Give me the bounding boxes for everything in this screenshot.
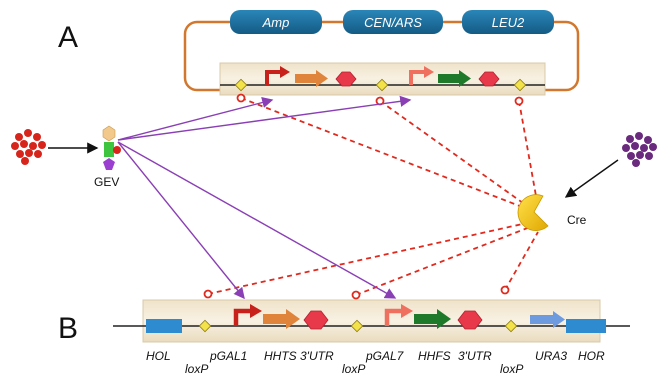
label-loxp-3: loxP [500, 362, 523, 376]
chromosome-locus [113, 299, 630, 343]
label-pgal7: pGAL7 [365, 349, 405, 363]
marker-leu2: LEU2 [462, 10, 554, 34]
cre-dashed-line [355, 226, 531, 296]
label-loxp-2: loxP [342, 362, 365, 376]
cre-target-circles [203, 93, 524, 300]
panel-a-letter: A [58, 21, 78, 54]
cre-recombination-lines [207, 97, 539, 296]
gene-hhts-icon [295, 74, 317, 83]
plasmid: Amp CEN/ARS LEU2 [183, 10, 580, 96]
marker-cen-ars: CEN/ARS [343, 10, 443, 34]
promoter-arrowhead-icon [250, 304, 262, 318]
chromosome-labels: HOL loxP pGAL1 HHTS 3'UTR loxP pGAL7 HHF… [146, 349, 605, 376]
terminator-hexagon-icon [457, 310, 483, 330]
gev-arrow [117, 141, 397, 299]
promoter-arrow-icon [265, 70, 282, 85]
purple-cluster-icon [622, 132, 657, 167]
gev-arrow [117, 97, 274, 141]
gev-arrow [117, 141, 245, 300]
gene-hhfs-arrowhead-icon [437, 309, 451, 329]
label-3utr-1: 3'UTR [300, 349, 334, 363]
panel-b-letter: B [58, 312, 78, 345]
promoter-arrowhead-icon [424, 66, 434, 78]
promoter-arrow-icon [384, 308, 404, 326]
cre-target-circle [351, 290, 361, 300]
gev-label: GEV [94, 175, 119, 189]
marker-amp: Amp [230, 10, 322, 34]
label-hhts: HHTS [264, 349, 297, 363]
gev-protein-icon [102, 125, 121, 170]
gev-activation-arrows [117, 95, 412, 300]
loxp-diamond-icon [234, 78, 248, 92]
label-pgal1: pGAL1 [209, 349, 247, 363]
cre-label: Cre [567, 213, 587, 227]
label-hor: HOR [578, 349, 605, 363]
promoter-arrowhead-icon [280, 66, 290, 78]
homology-hol-icon [146, 319, 182, 333]
cre-dashed-line [504, 231, 539, 291]
chromosome-cassette [142, 299, 601, 343]
cre-target-circle [236, 93, 246, 103]
cre-dashed-line [518, 100, 537, 197]
cre-pacman-icon [517, 194, 549, 231]
terminator-hexagon-icon [335, 71, 357, 87]
loxp-diamond-icon [513, 78, 527, 92]
gene-ura3-icon [530, 315, 554, 324]
gene-hhfs-arrowhead-icon [459, 70, 471, 87]
marker-cen-ars-label: CEN/ARS [364, 15, 422, 30]
cre-target-circle [203, 289, 213, 299]
gene-hhfs-icon [438, 74, 460, 83]
promoter-arrow-icon [409, 70, 426, 85]
cre-induction-arrow [564, 159, 619, 198]
estradiol-cluster-icon [11, 129, 46, 165]
loxp-diamond-icon [504, 319, 518, 333]
loxp-diamond-icon [375, 78, 389, 92]
terminator-hexagon-icon [478, 71, 500, 87]
promoter-arrowhead-icon [401, 304, 413, 318]
label-hol: HOL [146, 349, 171, 363]
cre-target-circle [500, 285, 510, 295]
gene-hhfs-icon [414, 314, 438, 324]
gene-ura3-arrowhead-icon [553, 311, 565, 328]
homology-hor-icon [566, 319, 606, 333]
cre-target-circle [514, 96, 524, 106]
gev-arrow [117, 95, 412, 141]
marker-amp-label: Amp [262, 15, 290, 30]
promoter-arrow-icon [233, 308, 253, 326]
terminator-hexagon-icon [303, 310, 329, 330]
gene-hhts-arrowhead-icon [316, 70, 328, 87]
label-hhfs: HHFS [418, 349, 451, 363]
label-loxp-1: loxP [185, 362, 208, 376]
loxp-diamond-icon [198, 319, 212, 333]
gene-hhts-arrowhead-icon [286, 309, 300, 329]
loxp-diamond-icon [350, 319, 364, 333]
cre-dashed-line [379, 100, 531, 209]
label-ura3: URA3 [535, 349, 567, 363]
cre-dashed-line [240, 97, 531, 211]
label-3utr-2: 3'UTR [458, 349, 492, 363]
cre-dashed-line [207, 222, 528, 295]
gene-hhts-icon [263, 314, 287, 324]
marker-leu2-label: LEU2 [492, 15, 525, 30]
